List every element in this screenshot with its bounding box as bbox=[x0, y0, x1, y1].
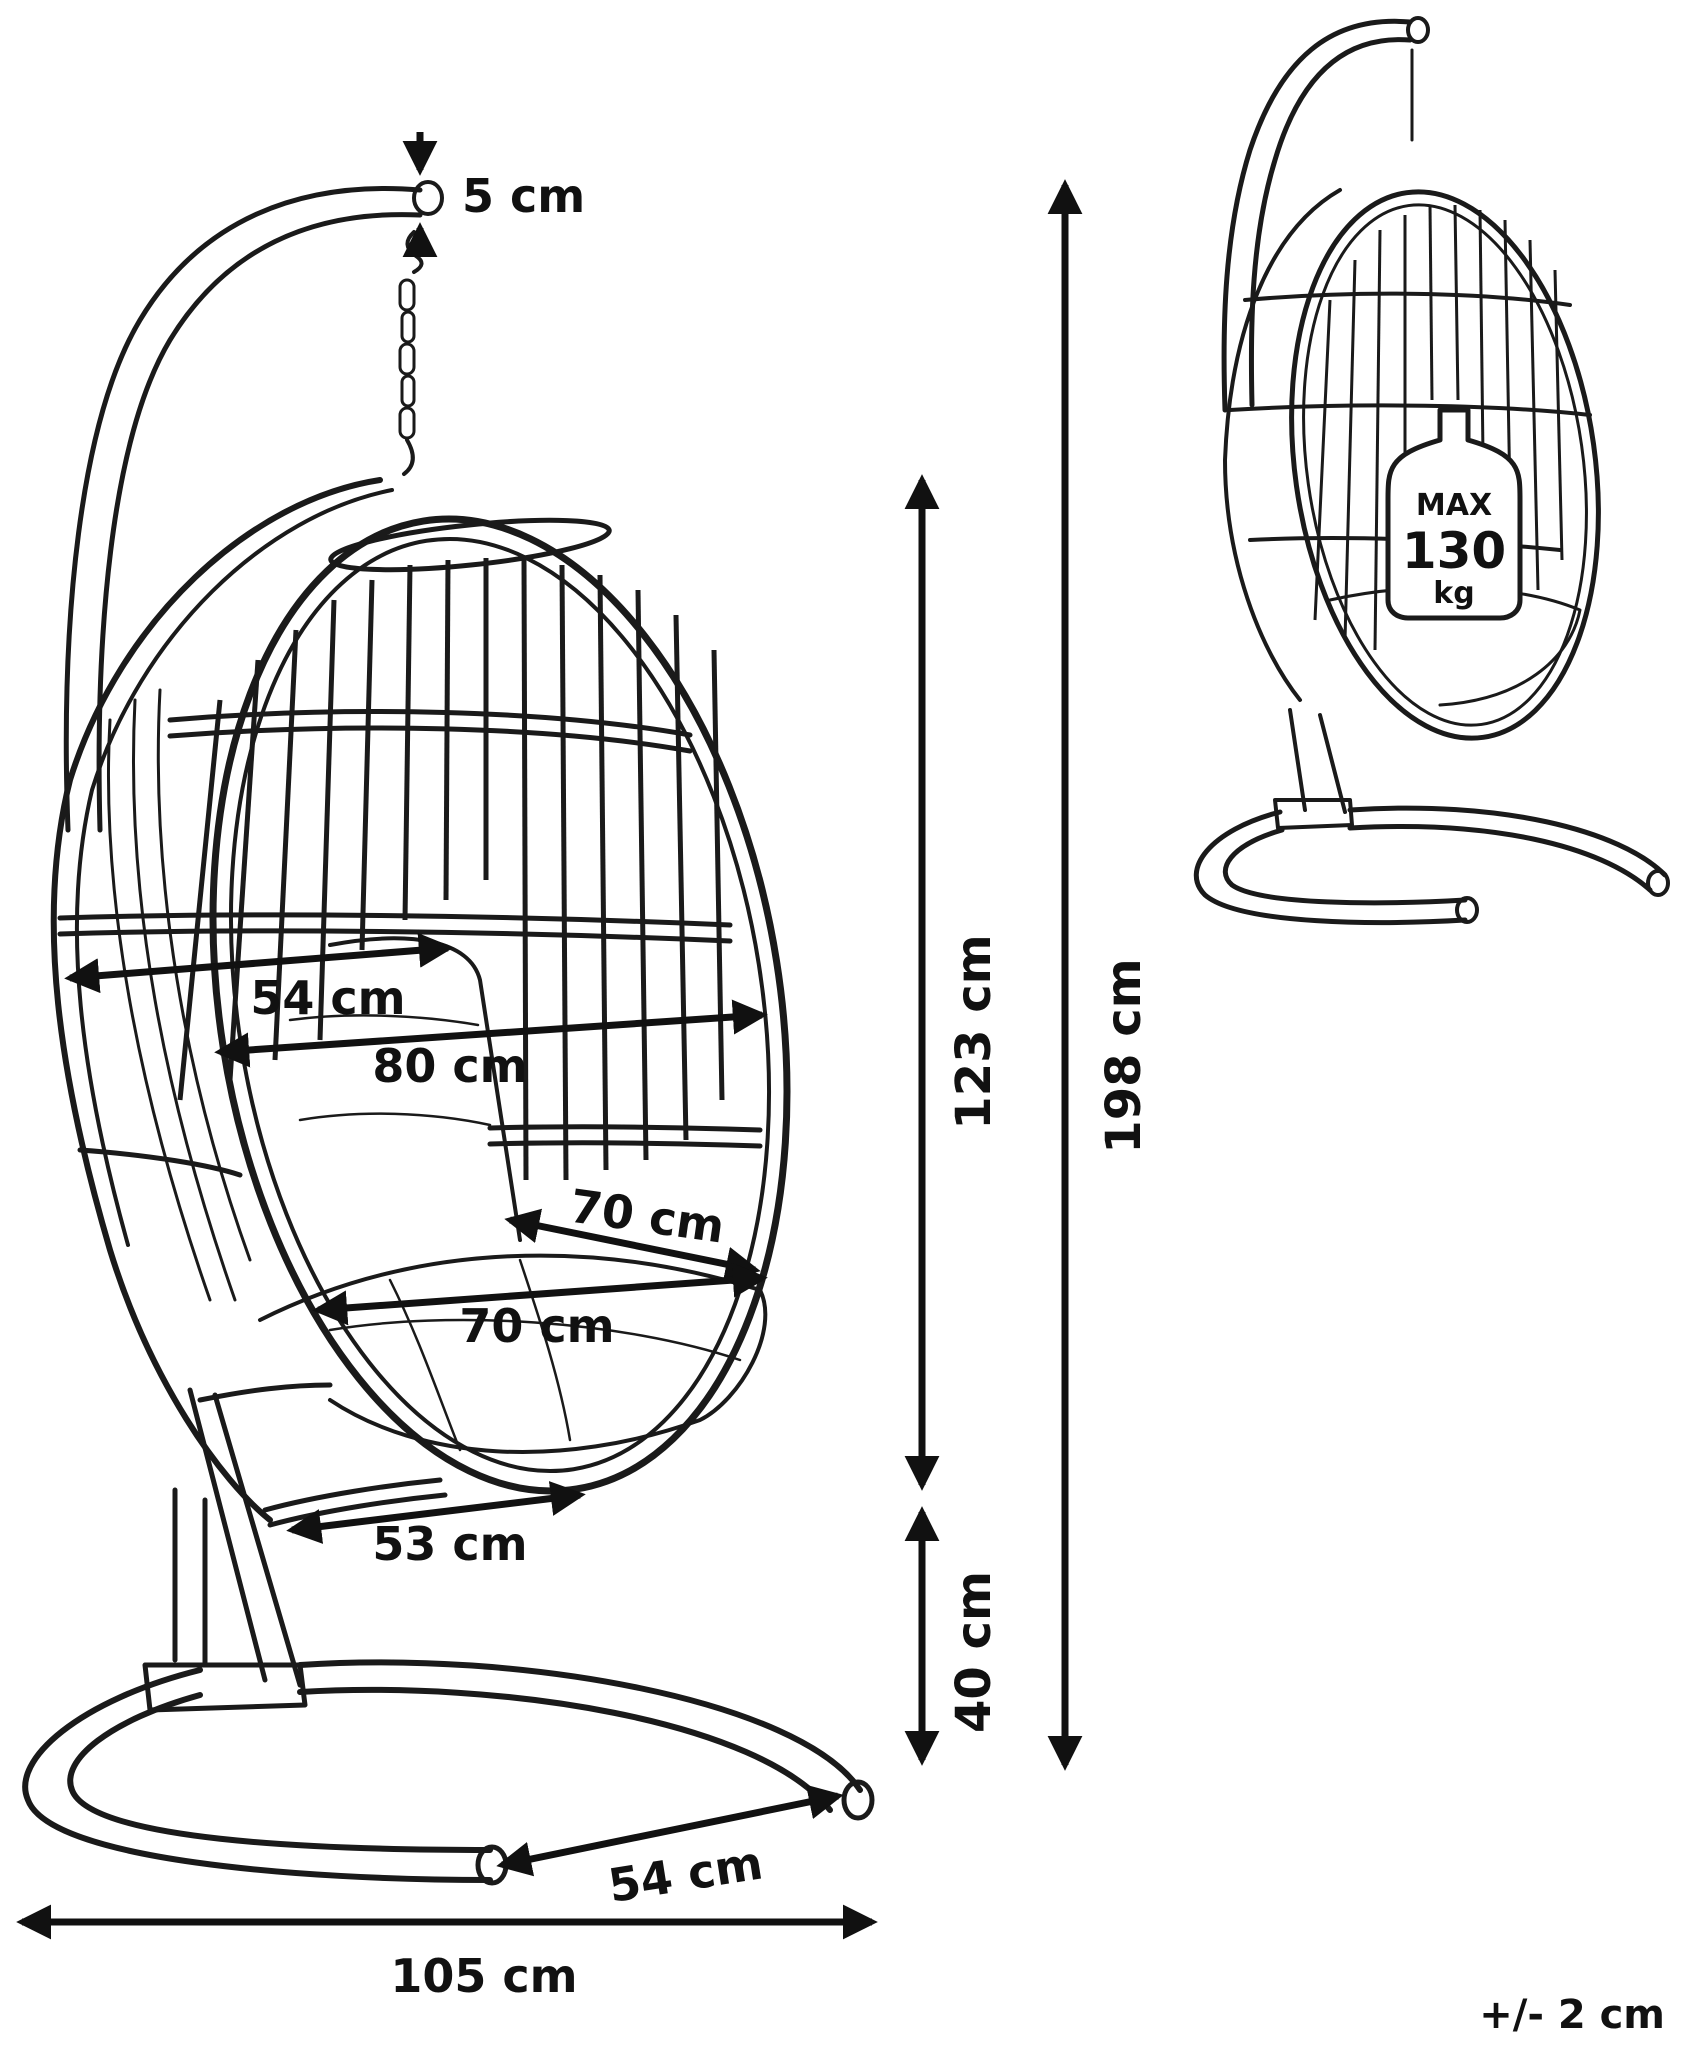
label-ground-clearance: 40 cm bbox=[946, 1571, 1002, 1733]
basket-back-shell bbox=[50, 477, 394, 1523]
label-seat-depth: 70 cm bbox=[567, 1179, 728, 1254]
label-basket-height: 123 cm bbox=[946, 934, 1002, 1129]
label-basket-depth: 54 cm bbox=[250, 971, 405, 1025]
dim-arrow-basket-base bbox=[286, 1481, 586, 1544]
braided-bands bbox=[57, 709, 763, 1403]
dim-arrow-base-foot bbox=[496, 1784, 844, 1877]
label-basket-base: 53 cm bbox=[372, 1517, 527, 1571]
preview-chair-illustration bbox=[1193, 16, 1670, 925]
dimension-labels: 5 cm 198 cm 123 cm 40 cm 54 cm 80 cm 70 … bbox=[250, 169, 1665, 2038]
dim-arrow-basket-width bbox=[214, 999, 768, 1068]
chain bbox=[398, 230, 424, 476]
label-base-foot: 54 cm bbox=[605, 1835, 767, 1913]
label-total-height: 198 cm bbox=[1096, 958, 1152, 1153]
label-basket-width: 80 cm bbox=[372, 1039, 527, 1093]
weight-badge-unit: kg bbox=[1433, 576, 1474, 611]
dim-arrow-seat-width bbox=[312, 1262, 768, 1326]
dim-arrow-basket-depth bbox=[64, 932, 454, 994]
label-total-width: 105 cm bbox=[390, 1949, 577, 2003]
weight-badge-max: MAX bbox=[1416, 488, 1492, 523]
label-seat-width: 70 cm bbox=[459, 1299, 614, 1353]
label-tolerance: +/- 2 cm bbox=[1479, 1992, 1665, 2038]
stand-arc bbox=[63, 180, 444, 833]
dimension-lines bbox=[16, 132, 1083, 1940]
main-chair-illustration bbox=[22, 180, 875, 1886]
max-weight-badge: MAX 130 kg bbox=[1385, 407, 1523, 621]
weight-badge-value: 130 bbox=[1402, 522, 1506, 580]
stand-base bbox=[22, 1387, 875, 1886]
label-top-tube: 5 cm bbox=[462, 169, 585, 223]
dim-arrow-seat-depth bbox=[504, 1208, 761, 1282]
